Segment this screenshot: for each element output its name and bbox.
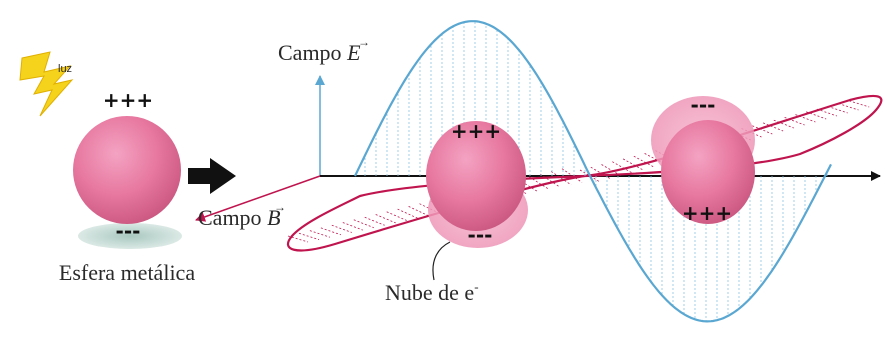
- cloud2-bottom-charge: +++: [682, 201, 732, 225]
- b-field-hatch-line: [408, 206, 429, 217]
- sphere-bottom-charge: ---: [116, 219, 141, 243]
- b-field-hatch-line: [331, 224, 352, 233]
- metal-sphere: [73, 116, 181, 224]
- b-field-hatch-line: [784, 117, 805, 126]
- b-field-hatch-line: [806, 111, 827, 120]
- b-field-hatch-line: [795, 114, 816, 123]
- b-field-hatch-line: [309, 230, 331, 238]
- b-field-hatch-line: [298, 232, 320, 240]
- cloud2-top-charge: ---: [691, 93, 716, 117]
- b-field-hatch-line: [827, 105, 848, 114]
- sphere-top-charge: +++: [103, 88, 153, 112]
- b-field-hatch-line: [386, 211, 407, 221]
- b-vector-arrow-icon: →: [274, 200, 286, 214]
- b-field-hatch-line: [550, 171, 572, 186]
- electron-cloud-2: --- +++: [651, 93, 755, 225]
- e-vector-arrow-icon: →: [358, 35, 370, 49]
- b-field-hatch-line: [375, 214, 396, 224]
- electron-cloud-1: +++ ---: [426, 119, 528, 248]
- propagation-arrow-icon: [188, 158, 236, 194]
- b-field-hatch-line: [287, 235, 309, 243]
- b-field-wave: [286, 94, 883, 252]
- b-field-hatch-line: [320, 227, 342, 236]
- cloud-caption: Nube de e-: [385, 279, 479, 305]
- cloud-pointer-line: [432, 241, 451, 281]
- cloud1-top-charge: +++: [451, 119, 501, 143]
- b-field-hatch-line: [762, 122, 784, 132]
- b-field-axis: [195, 175, 321, 222]
- b-field-hatch-line: [561, 168, 583, 183]
- b-field-hatch-line: [816, 108, 838, 117]
- cloud1-bottom-charge: ---: [468, 223, 493, 247]
- b-field-hatch-line: [773, 119, 794, 129]
- b-field-hatch-line: [849, 100, 870, 108]
- sphere-caption: Esfera metálica: [59, 260, 195, 285]
- b-field-hatch-line: [353, 219, 374, 229]
- e-field-label: Campo E: [278, 40, 361, 65]
- lightning-bolt-icon: [19, 51, 74, 117]
- b-field-label: Campo B: [198, 205, 281, 230]
- b-field-hatch-line: [342, 222, 363, 231]
- light-label: luz: [58, 63, 72, 75]
- b-field-hatch-line: [364, 216, 385, 226]
- sphere-shadow: [78, 223, 182, 249]
- b-field-hatch-line: [838, 103, 859, 111]
- b-field-hatch-line: [397, 208, 418, 219]
